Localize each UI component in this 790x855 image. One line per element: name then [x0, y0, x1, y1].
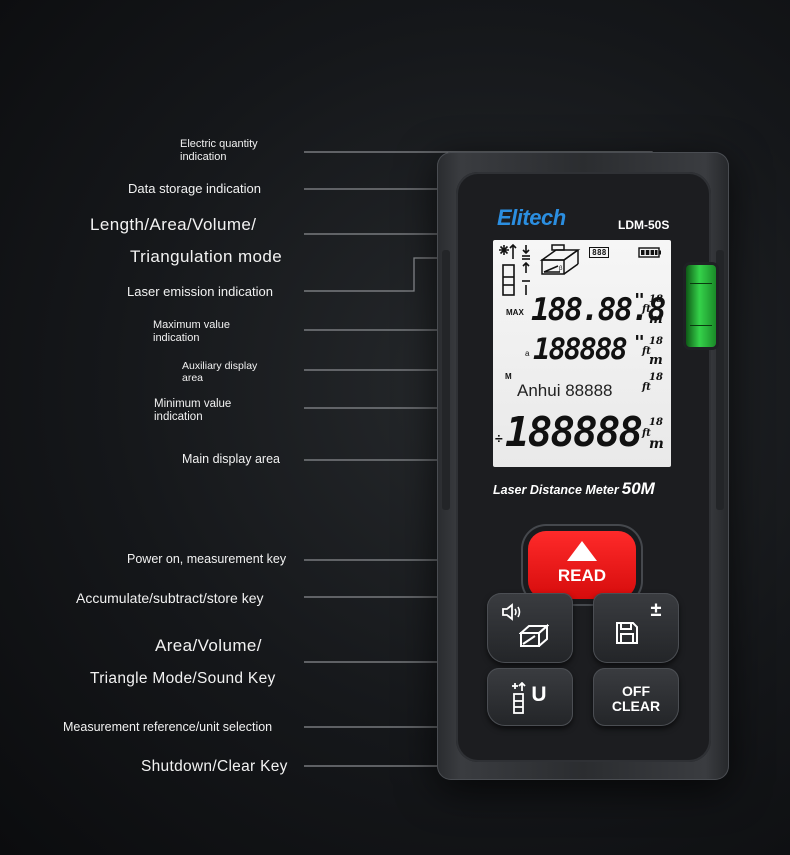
laser-emission-icon — [499, 243, 530, 296]
lcd-aux-unit-ft: ft — [642, 382, 651, 393]
triangle-up-icon — [567, 541, 597, 561]
save-icon — [616, 622, 638, 644]
off-clear-button[interactable]: OFF CLEAR — [593, 668, 679, 726]
label-area-volume-line2: Triangle Mode/Sound Key — [90, 670, 276, 687]
area-volume-icon — [519, 623, 549, 647]
accumulate-store-button[interactable]: ± — [593, 593, 679, 663]
lcd-main-unit-m: m — [649, 436, 664, 452]
model-number: LDM-50S — [618, 218, 670, 232]
label-mode-line1: Length/Area/Volume/ — [90, 215, 257, 234]
lcd-line-1-unit-m: m — [649, 312, 663, 327]
label-reference-unit: Measurement reference/unit selection — [63, 720, 273, 734]
data-storage-icon: 888 — [589, 247, 610, 258]
label-laser-emission: Laser emission indication — [127, 284, 273, 299]
lcd-line-2-unit-m: m — [649, 353, 663, 368]
off-label: OFF — [622, 683, 650, 699]
plus-minus-symbol: ± — [650, 599, 662, 621]
label-accumulate: Accumulate/subtract/store key — [76, 590, 264, 606]
label-main-display: Main display area — [182, 452, 280, 466]
a-indicator: a — [525, 349, 530, 358]
lcd-line-1-quote: " — [634, 290, 645, 311]
level-vial — [686, 265, 716, 347]
clear-label: CLEAR — [611, 698, 661, 714]
label-power-on: Power on, measurement key — [127, 552, 287, 566]
mode-icon: β — [539, 244, 581, 275]
lcd-line-1-unit-ft: ft — [642, 304, 651, 315]
auxiliary-display-text: Anhui 88888 — [517, 381, 613, 400]
lcd-line-2-quote: " — [634, 332, 645, 353]
label-data-storage: Data storage indication — [128, 181, 261, 196]
label-mode-line2: Triangulation mode — [130, 247, 283, 266]
lcd-main-unit-digits: 18 — [649, 417, 663, 428]
lcd-aux-unit-digits: 18 — [649, 372, 663, 383]
side-groove-left — [442, 250, 450, 510]
read-button[interactable]: READ — [528, 531, 636, 599]
reference-icon — [512, 682, 526, 714]
svg-text:β: β — [559, 266, 563, 272]
unit-key-label: U — [531, 683, 547, 706]
speaker-icon — [502, 603, 521, 621]
lcd-line-2: 188888 — [533, 332, 628, 366]
label-area-volume-line1: Area/Volume/ — [155, 636, 262, 655]
lcd-line-1-unit-digits: 18 — [649, 294, 663, 305]
brand-logo: Elitech — [497, 205, 566, 230]
lcd-line-2-unit-digits: 18 — [649, 336, 663, 347]
plus-minus-indicator: ÷ — [495, 430, 503, 446]
lcd-line-1: 188.88.8 — [531, 292, 666, 328]
label-shutdown: Shutdown/Clear Key — [141, 758, 288, 775]
battery-icon — [638, 247, 661, 258]
lcd-main-unit-ft: ft — [642, 428, 651, 439]
read-button-label: READ — [557, 566, 607, 585]
main-display-value: 188888 — [505, 408, 643, 456]
side-groove-right — [716, 250, 724, 510]
lcd-screen: β 888 MAX 188.88.8 " 18 ft m a 188888 " … — [493, 240, 671, 467]
min-indicator: M — [505, 372, 512, 381]
lcd-line-2-unit-ft: ft — [642, 346, 651, 357]
max-indicator: MAX — [506, 308, 524, 317]
area-volume-sound-button[interactable] — [487, 593, 573, 663]
reference-unit-button[interactable]: U — [487, 668, 573, 726]
